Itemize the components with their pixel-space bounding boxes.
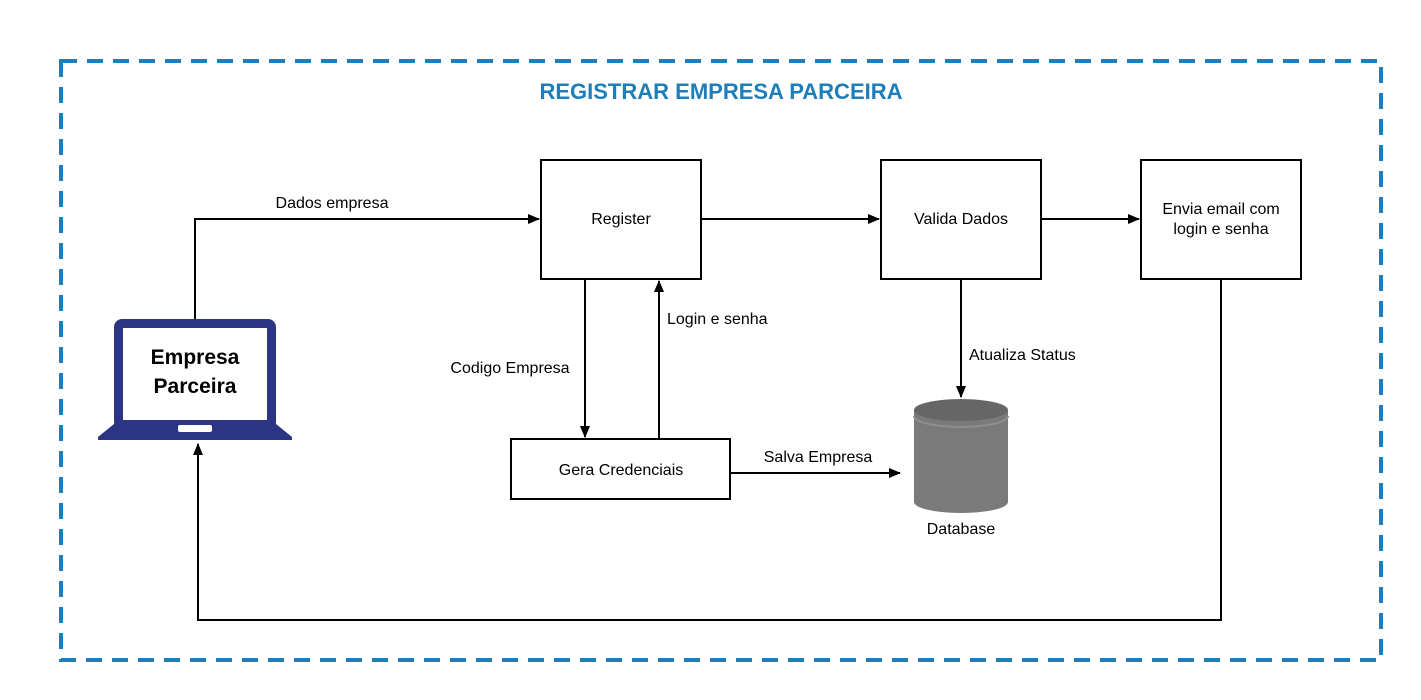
diagram-title: REGISTRAR EMPRESA PARCEIRA — [539, 79, 902, 104]
actor-label-line1: Empresa — [151, 346, 240, 369]
edge-label-salva-empresa: Salva Empresa — [764, 449, 873, 466]
valida-dados-box — [880, 159, 1042, 280]
valida-dados-label: Valida Dados — [914, 211, 1008, 228]
register-label: Register — [591, 211, 651, 228]
edge-email-to-empresa — [193, 279, 1222, 621]
edge-dados-empresa — [194, 214, 540, 319]
edge-label-login-senha: Login e senha — [667, 311, 768, 328]
database-icon — [913, 399, 1009, 513]
envia-email-label-line1: Envia email com — [1162, 201, 1279, 218]
actor-label-line2: Parceira — [154, 375, 237, 398]
laptop-icon — [98, 319, 292, 440]
envia-email-label-line2: login e senha — [1173, 221, 1268, 238]
register-box — [540, 159, 702, 280]
gera-credenciais-box — [510, 438, 731, 500]
edge-label-atualiza-status: Atualiza Status — [969, 347, 1076, 364]
diagram-frame — [59, 59, 1383, 662]
edge-label-codigo-empresa: Codigo Empresa — [450, 360, 569, 377]
gera-credenciais-label: Gera Credenciais — [559, 462, 684, 479]
database-label: Database — [927, 521, 996, 538]
edge-label-dados-empresa: Dados empresa — [276, 195, 389, 212]
envia-email-box — [1140, 159, 1302, 280]
